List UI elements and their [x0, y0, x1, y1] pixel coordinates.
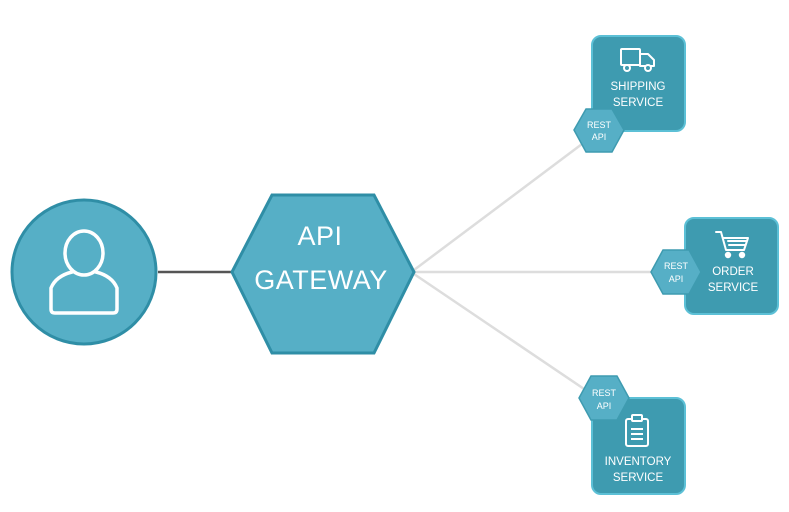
api-gateway-hexagon — [230, 193, 416, 355]
inventory-rest-api-line1: REST — [592, 388, 617, 398]
clipboard-icon — [625, 414, 649, 447]
shipping-rest-api-line1: REST — [587, 120, 612, 130]
shipping-rest-api-badge: REST API — [573, 108, 625, 153]
order-rest-api-badge: REST API — [650, 249, 702, 295]
order-rest-api-hexagon — [650, 249, 702, 295]
api-gateway-label-line1: API — [297, 221, 342, 251]
shipping-rest-api-line2: API — [592, 132, 607, 142]
order-rest-api-line2: API — [669, 274, 684, 284]
gateway-shipping-connector — [413, 137, 591, 271]
inventory-rest-api-badge: REST API — [578, 375, 630, 421]
cart-icon — [715, 231, 749, 259]
user-circle — [10, 198, 158, 346]
inventory-service-node[interactable]: INVENTORY SERVICE — [591, 397, 686, 495]
shipping-rest-api-hexagon — [573, 108, 625, 153]
api-gateway-label-line2: GATEWAY — [254, 265, 388, 295]
shipping-service-box — [591, 35, 686, 132]
order-service-label-line1: ORDER — [712, 266, 754, 278]
user-node[interactable] — [10, 198, 158, 346]
inventory-rest-api-line2: API — [597, 401, 612, 411]
inventory-service-label-line2: SERVICE — [613, 472, 664, 484]
order-rest-api-line1: REST — [664, 261, 689, 271]
order-service-label-line2: SERVICE — [708, 282, 759, 294]
order-service-node[interactable]: ORDER SERVICE — [684, 217, 779, 315]
inventory-rest-api-hexagon — [578, 375, 630, 421]
shipping-service-label-line2: SERVICE — [613, 97, 664, 109]
gateway-inventory-connector — [413, 272, 591, 395]
truck-icon — [620, 48, 655, 72]
shipping-service-label-line1: SHIPPING — [611, 81, 666, 93]
user-icon — [49, 229, 119, 315]
api-gateway-node[interactable]: API GATEWAY — [230, 193, 416, 355]
shipping-service-node[interactable]: SHIPPING SERVICE — [591, 35, 686, 132]
inventory-service-label-line1: INVENTORY — [605, 456, 672, 468]
